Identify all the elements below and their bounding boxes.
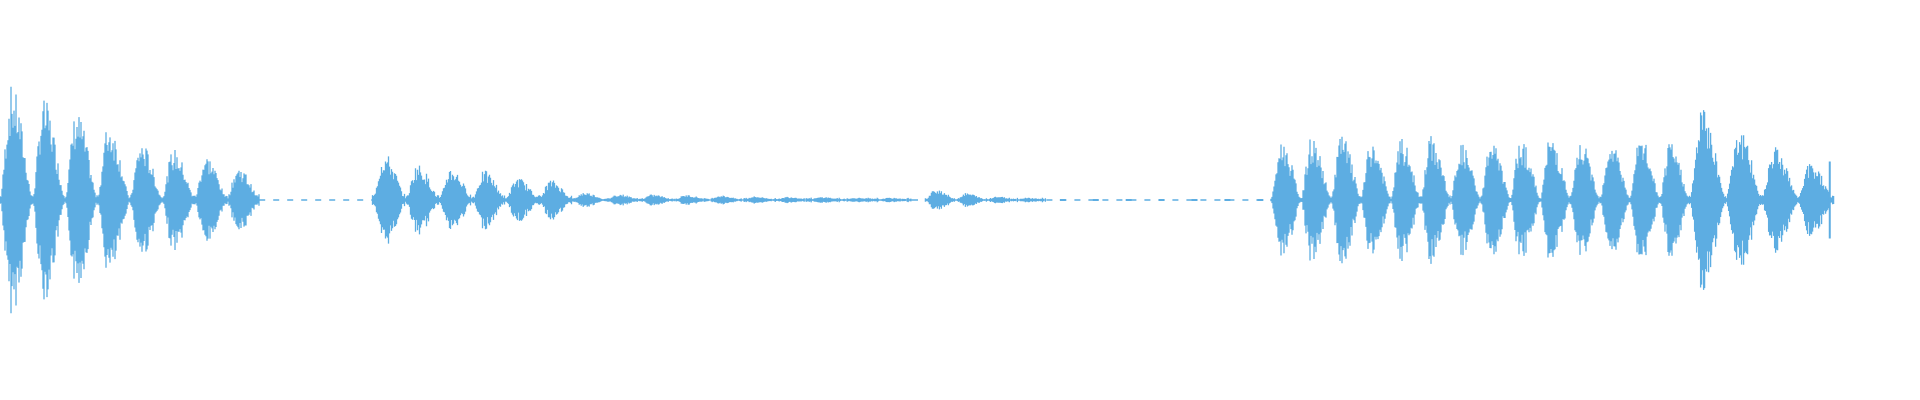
waveform-trace: [1270, 136, 1690, 264]
waveform-segment: [371, 156, 573, 244]
waveform-blip: [1224, 199, 1231, 201]
waveform-segment: [1688, 110, 1835, 290]
waveform-segment: [1270, 136, 1690, 264]
waveform-trace: [0, 86, 260, 314]
waveform-segment: [571, 193, 912, 207]
waveform-blip: [1092, 199, 1099, 201]
waveform-trace: [1688, 110, 1835, 290]
waveform-segment: [924, 190, 1047, 210]
waveform-segment: [0, 86, 260, 314]
waveform-blip: [1125, 199, 1132, 201]
waveform-trace: [371, 156, 573, 244]
waveform-trace: [571, 193, 912, 207]
waveform-blip: [1191, 199, 1198, 201]
waveform-trace: [924, 190, 1047, 210]
